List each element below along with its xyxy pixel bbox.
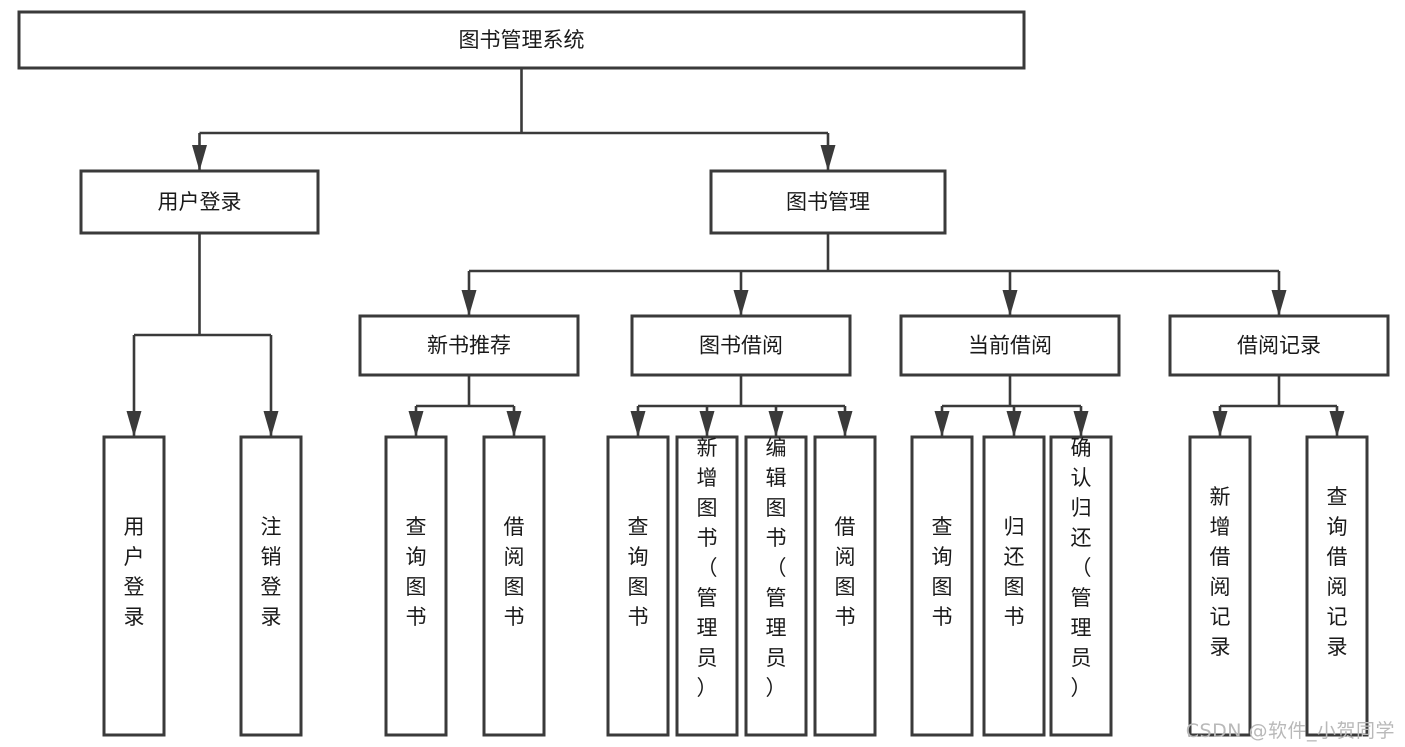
node-leaf-query-record[interactable]: 查询借阅记录 [1305, 435, 1369, 737]
node-label: 查询图书 [628, 515, 649, 629]
node-box[interactable] [630, 314, 852, 377]
arrow-head-icon [1329, 411, 1345, 437]
node-box[interactable] [1168, 314, 1390, 377]
node-leaf-logout[interactable]: 注销登录 [239, 435, 303, 737]
node-box[interactable] [79, 169, 320, 235]
node-box[interactable] [899, 314, 1121, 377]
node-new-book-rec[interactable]: 新书推荐 [358, 314, 580, 377]
node-box[interactable] [1049, 435, 1113, 737]
node-borrow-record[interactable]: 借阅记录 [1168, 314, 1390, 377]
node-label: 当前借阅 [968, 334, 1052, 358]
arrow-head-icon [837, 411, 853, 437]
node-leaf-query-book-1[interactable]: 查询图书 [384, 435, 448, 737]
connector-e-user-login [126, 233, 279, 437]
node-leaf-add-book[interactable]: 新增图书（管理员） [675, 435, 739, 737]
node-label: 查询图书 [932, 515, 953, 629]
node-label: 借阅记录 [1237, 334, 1321, 358]
node-box[interactable] [482, 435, 546, 737]
node-box[interactable] [813, 435, 877, 737]
node-book-borrow[interactable]: 图书借阅 [630, 314, 852, 377]
connector-e-book-manage [461, 233, 1287, 316]
node-leaf-query-book-2[interactable]: 查询图书 [606, 435, 670, 737]
node-layer: 图书管理系统用户登录图书管理新书推荐图书借阅当前借阅借阅记录用户登录注销登录查询… [17, 10, 1390, 737]
csdn-watermark: CSDN @软件_小贺同学 [1185, 720, 1395, 742]
arrow-head-icon [768, 411, 784, 437]
node-box[interactable] [17, 10, 1026, 70]
node-box[interactable] [384, 435, 448, 737]
node-box[interactable] [675, 435, 739, 737]
node-label: 归还图书 [1004, 515, 1025, 629]
node-label: 图书管理系统 [459, 28, 585, 52]
node-box[interactable] [606, 435, 670, 737]
connector-e-borrow-record [1212, 375, 1345, 437]
arrow-head-icon [699, 411, 715, 437]
node-leaf-borrow-book-2[interactable]: 借阅图书 [813, 435, 877, 737]
arrow-head-icon [820, 145, 836, 171]
node-label: 确认归还（管理员） [1071, 436, 1092, 700]
arrow-head-icon [192, 145, 207, 171]
node-leaf-return-book[interactable]: 归还图书 [982, 435, 1046, 737]
node-label: 图书管理 [786, 190, 870, 214]
node-root[interactable]: 图书管理系统 [17, 10, 1026, 70]
node-label: 新增图书（管理员） [697, 436, 718, 700]
node-leaf-confirm-return[interactable]: 确认归还（管理员） [1049, 435, 1113, 737]
node-leaf-add-record[interactable]: 新增借阅记录 [1188, 435, 1252, 737]
arrow-head-icon [408, 411, 424, 437]
node-user-login[interactable]: 用户登录 [79, 169, 320, 235]
node-box[interactable] [239, 435, 303, 737]
arrow-head-icon [461, 290, 477, 316]
node-box[interactable] [982, 435, 1046, 737]
connector-e-book-borrow [630, 375, 853, 437]
connector-layer [126, 68, 1345, 437]
arrow-head-icon [630, 411, 646, 437]
node-leaf-edit-book[interactable]: 编辑图书（管理员） [744, 435, 808, 737]
node-leaf-user-login[interactable]: 用户登录 [102, 435, 166, 737]
arrow-head-icon [263, 411, 279, 437]
node-label: 新书推荐 [427, 334, 511, 358]
node-box[interactable] [102, 435, 166, 737]
node-box[interactable] [1188, 435, 1252, 737]
node-label: 图书借阅 [699, 334, 783, 358]
arrow-head-icon [506, 411, 522, 437]
connector-e-current-borrow [934, 375, 1089, 437]
node-current-borrow[interactable]: 当前借阅 [899, 314, 1121, 377]
arrow-head-icon [126, 411, 142, 437]
node-leaf-query-book-3[interactable]: 查询图书 [910, 435, 974, 737]
node-label: 查询借阅记录 [1327, 485, 1348, 659]
arrow-head-icon [934, 411, 950, 437]
node-label: 借阅图书 [835, 515, 856, 629]
arrow-head-icon [1073, 411, 1089, 437]
arrow-head-icon [1271, 290, 1287, 316]
arrow-head-icon [1006, 411, 1022, 437]
node-label: 注销登录 [261, 515, 282, 629]
connector-e-root [192, 68, 836, 171]
node-label: 查询图书 [406, 515, 427, 629]
node-box[interactable] [358, 314, 580, 377]
node-label: 用户登录 [158, 190, 242, 214]
arrow-head-icon [1002, 290, 1018, 316]
node-label: 新增借阅记录 [1210, 485, 1231, 659]
node-label: 用户登录 [124, 515, 145, 629]
node-box[interactable] [910, 435, 974, 737]
node-box[interactable] [709, 169, 947, 235]
node-leaf-borrow-book-1[interactable]: 借阅图书 [482, 435, 546, 737]
node-book-manage[interactable]: 图书管理 [709, 169, 947, 235]
arrow-head-icon [733, 290, 749, 316]
connector-e-new-book-rec [408, 375, 522, 437]
node-box[interactable] [744, 435, 808, 737]
node-box[interactable] [1305, 435, 1369, 737]
node-label: 编辑图书（管理员） [766, 436, 787, 700]
arrow-head-icon [1212, 411, 1228, 437]
node-label: 借阅图书 [504, 515, 525, 629]
